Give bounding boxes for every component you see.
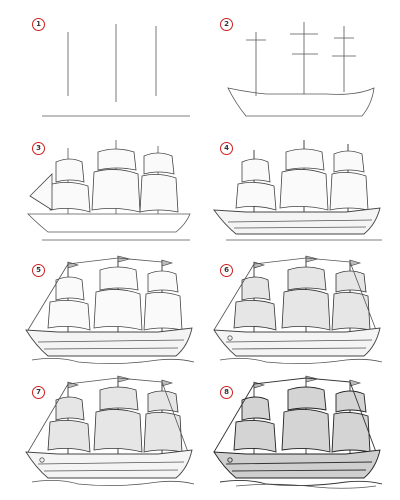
step-7-panel: 7 <box>18 372 198 490</box>
step-number-badge: 3 <box>32 142 45 155</box>
step-number-badge: 6 <box>220 264 233 277</box>
step-number-badge: 5 <box>32 264 45 277</box>
step-4-drawing <box>213 140 382 241</box>
step-4-panel: 4 <box>206 128 386 246</box>
step-1-panel: 1 <box>18 4 198 122</box>
step-number-badge: 2 <box>220 18 233 31</box>
step-8-panel: 8 <box>206 372 386 490</box>
step-7-drawing <box>25 375 195 486</box>
step-3-drawing <box>27 140 191 241</box>
step-number-badge: 4 <box>220 142 233 155</box>
step-2-panel: 2 <box>206 4 386 122</box>
step-3-panel: 3 <box>18 128 198 246</box>
step-2-drawing <box>227 22 375 117</box>
step-1-drawing <box>42 24 190 117</box>
step-6-panel: 6 <box>206 250 386 368</box>
step-5-drawing <box>25 255 195 364</box>
step-number-badge: 8 <box>220 386 233 399</box>
step-number-badge: 7 <box>32 386 45 399</box>
step-6-drawing <box>213 255 383 364</box>
step-number-badge: 1 <box>32 18 45 31</box>
hull-outline <box>227 87 375 117</box>
step-5-panel: 5 <box>18 250 198 368</box>
step-8-drawing <box>213 375 383 489</box>
